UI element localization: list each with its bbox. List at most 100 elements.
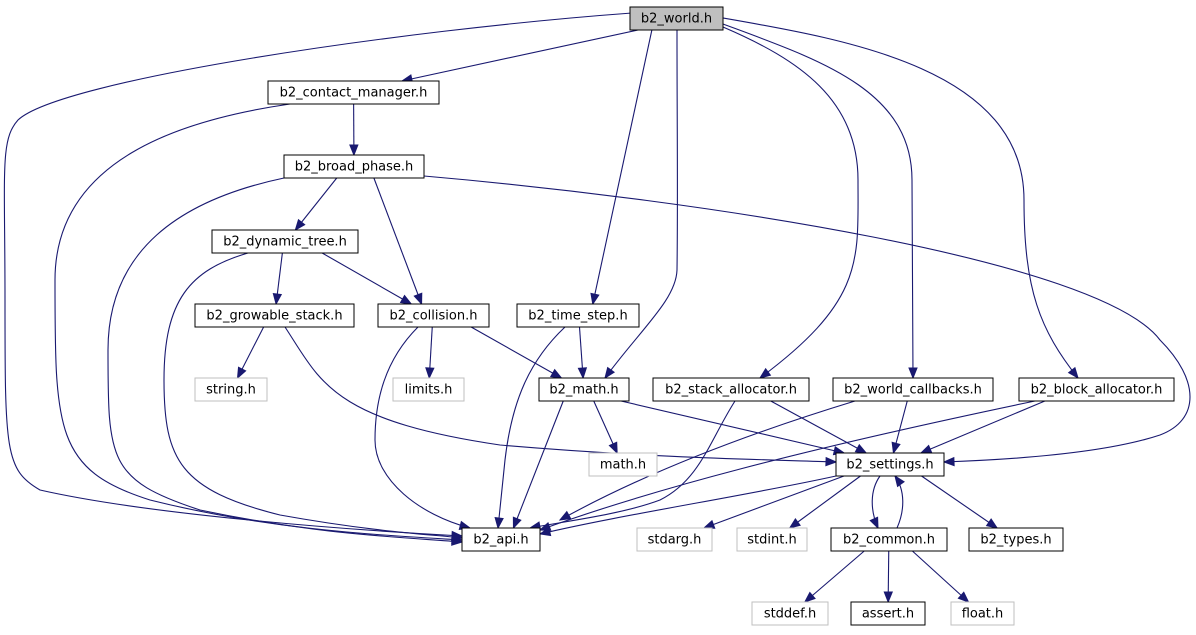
arrowhead-icon — [854, 443, 868, 454]
arrowhead-icon — [919, 444, 933, 454]
node-box — [538, 377, 630, 402]
edge-line — [703, 475, 845, 529]
edge-b2_world-to-b2_math — [604, 29, 678, 380]
arrowhead-icon — [908, 367, 918, 380]
node-b2-common[interactable]: b2_common.h — [830, 527, 948, 552]
node-label: b2_contact_manager.h — [280, 86, 428, 101]
edge-b2_broad_phase-to-b2_settings — [423, 175, 1191, 467]
edge-line — [722, 17, 1079, 379]
node-box — [588, 452, 658, 477]
node-b2-world[interactable]: b2_world.h — [629, 6, 724, 31]
edge-line — [374, 326, 471, 529]
arrowhead-icon — [413, 292, 423, 306]
node-b2-block-allocator[interactable]: b2_block_allocator.h — [1018, 377, 1175, 402]
node-b2-api[interactable]: b2_api.h — [461, 527, 541, 552]
node-b2-growable-stack[interactable]: b2_growable_stack.h — [194, 303, 355, 328]
node-b2-stack-allocator[interactable]: b2_stack_allocator.h — [652, 377, 810, 402]
edge-b2_world-to-b2_world_callbacks — [722, 23, 918, 380]
edge-b2_collision-to-b2_api — [374, 326, 472, 530]
node-b2-broad-phase[interactable]: b2_broad_phase.h — [283, 154, 425, 179]
node-label: b2_types.h — [980, 533, 1051, 548]
arrowhead-icon — [1067, 366, 1079, 380]
edge-b2_world_callbacks-to-b2_settings — [891, 400, 908, 455]
edge-line — [470, 326, 562, 379]
node-label: b2_growable_stack.h — [206, 309, 342, 324]
node-box — [636, 527, 713, 552]
node-b2-contact-manager[interactable]: b2_contact_manager.h — [267, 80, 440, 105]
edge-line — [529, 400, 736, 529]
node-label: b2_world_callbacks.h — [844, 383, 982, 398]
node-label: b2_api.h — [473, 533, 528, 548]
node-label: b2_dynamic_tree.h — [223, 235, 347, 250]
arrowhead-icon — [590, 292, 600, 306]
arrowhead-icon — [236, 366, 247, 380]
node-box — [377, 303, 490, 328]
edge-line — [921, 475, 998, 529]
node-box — [392, 377, 465, 402]
edge-line — [284, 326, 837, 463]
edges-layer — [3, 12, 1191, 604]
node-box — [194, 303, 355, 328]
node-stddef[interactable]: stddef.h — [751, 601, 829, 626]
arrowhead-icon — [702, 519, 716, 529]
node-math[interactable]: math.h — [588, 452, 658, 477]
arrowhead-icon — [891, 441, 901, 455]
edge-b2_world-to-b2_stack_allocator — [722, 26, 859, 379]
arrowhead-icon — [608, 441, 618, 455]
node-box — [850, 601, 926, 626]
node-label: b2_common.h — [843, 533, 935, 548]
edge-line — [912, 550, 969, 603]
node-label: assert.h — [862, 607, 914, 622]
node-b2-world-callbacks[interactable]: b2_world_callbacks.h — [832, 377, 994, 402]
node-box — [211, 229, 359, 254]
edge-b2_world-to-b2_block_allocator — [722, 17, 1079, 380]
node-stdarg[interactable]: stdarg.h — [636, 527, 713, 552]
edge-b2_dynamic_tree-to-b2_growable_stack — [272, 252, 283, 306]
node-b2-math[interactable]: b2_math.h — [538, 377, 630, 402]
node-b2-time-step[interactable]: b2_time_step.h — [516, 303, 640, 328]
edge-b2_stack_allocator-to-b2_settings — [770, 400, 868, 454]
edge-line — [722, 23, 914, 379]
node-label: b2_time_step.h — [528, 309, 627, 324]
node-limits[interactable]: limits.h — [392, 377, 465, 402]
node-box — [832, 377, 994, 402]
edge-b2_common-to-stddef — [803, 550, 865, 603]
nodes-layer: b2_world.h b2_contact_manager.h b2_broad_p… — [194, 6, 1175, 626]
node-assert[interactable]: assert.h — [850, 601, 926, 626]
arrowhead-icon — [869, 516, 879, 530]
node-string[interactable]: string.h — [194, 377, 268, 402]
node-label: b2_stack_allocator.h — [665, 383, 797, 398]
edge-line — [373, 177, 423, 305]
arrowhead-icon — [825, 456, 838, 467]
edge-b2_world_callbacks-to-b2_api — [558, 400, 856, 521]
edge-line — [321, 252, 412, 305]
arrowhead-icon — [549, 368, 563, 379]
edge-b2_common-to-assert — [883, 550, 894, 604]
node-b2-collision[interactable]: b2_collision.h — [377, 303, 490, 328]
node-label: limits.h — [405, 383, 453, 398]
node-stdint[interactable]: stdint.h — [736, 527, 808, 552]
node-b2-dynamic-tree[interactable]: b2_dynamic_tree.h — [211, 229, 359, 254]
edge-b2_settings-to-b2_types — [921, 475, 999, 529]
arrowhead-icon — [450, 531, 464, 542]
node-label: b2_collision.h — [390, 309, 478, 324]
edge-b2_dynamic_tree-to-b2_api — [163, 252, 464, 542]
node-box — [950, 601, 1015, 626]
node-label: math.h — [600, 458, 646, 473]
node-b2-settings[interactable]: b2_settings.h — [835, 452, 945, 477]
edge-line — [401, 29, 639, 82]
edge-b2_growable_stack-to-string — [236, 326, 265, 380]
edge-line — [3, 12, 633, 537]
edge-b2_time_step-to-b2_api — [494, 326, 566, 530]
arrowhead-icon — [512, 516, 522, 530]
arrowhead-icon — [985, 518, 999, 529]
node-b2-types[interactable]: b2_types.h — [968, 527, 1064, 552]
edge-line — [789, 475, 861, 529]
edge-line — [604, 29, 678, 379]
node-label: stdarg.h — [648, 533, 702, 548]
node-float[interactable]: float.h — [950, 601, 1015, 626]
node-box — [516, 303, 640, 328]
edge-b2_math-to-b2_settings — [620, 400, 846, 456]
edge-b2_settings-to-b2_common — [869, 475, 881, 530]
